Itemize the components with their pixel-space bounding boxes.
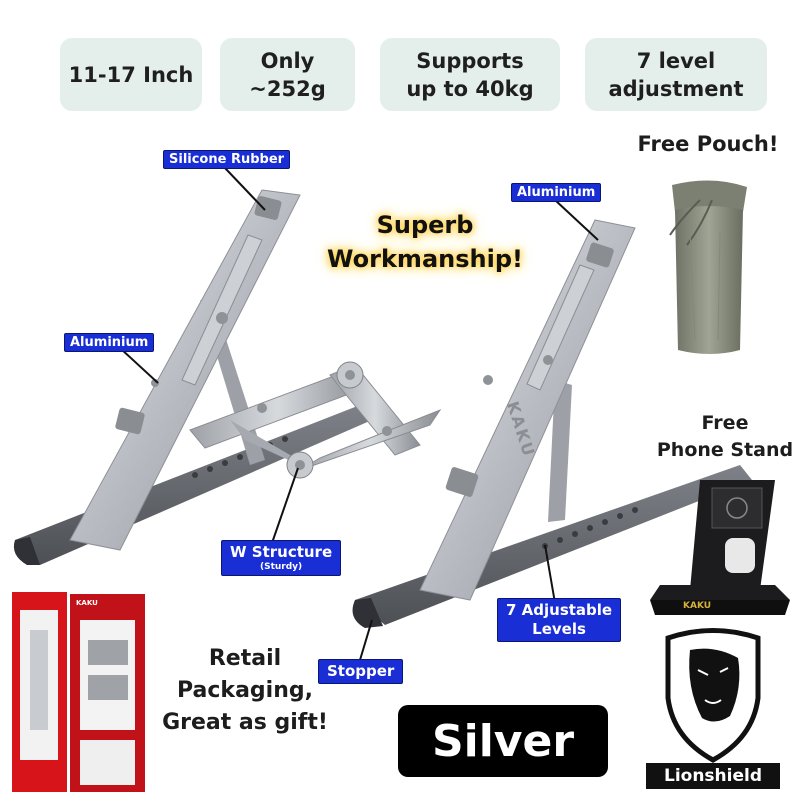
callout-leaders [119,167,599,661]
callout-adjustable-levels: 7 Adjustable Levels [497,598,622,642]
rubber-pad [254,196,282,220]
phone-stand-image: KAKU [650,480,790,615]
phone-stand-logo: KAKU [683,601,711,611]
retail-box-image: KAKU [12,592,145,792]
color-badge: Silver [398,705,608,777]
feature-pill-weight: Only ~252g [220,38,355,111]
callout-aluminium-top: Aluminium [511,183,602,202]
feature-pill-size: 11-17 Inch [60,38,202,111]
retail-packaging-text: Retail Packaging, Great as gift! [162,646,328,735]
right-top-plate [419,219,636,601]
w-structure [189,361,493,479]
lionshield-logo-image [665,628,761,763]
pouch-image [669,180,747,354]
brand-name: Lionshield [646,763,780,789]
callout-w-structure: W Structure (Sturdy) [221,540,342,576]
callout-w-structure-sub: (Sturdy) [259,562,303,572]
callout-aluminium-left: Aluminium [64,333,155,352]
feature-pill-levels: 7 level adjustment [585,38,767,111]
feature-pill-load: Supports up to 40kg [380,38,560,111]
right-back-support [548,380,572,522]
rubber-pad [445,467,479,497]
free-pouch-text: Free Pouch! [637,132,779,156]
headline-workmanship: Superb Workmanship! [327,211,523,273]
callout-silicone-rubber: Silicone Rubber [163,150,291,169]
callout-stopper: Stopper [318,659,404,684]
callout-w-structure-title: W Structure [230,543,333,561]
free-phone-stand-text: Free Phone Stand [656,412,794,461]
svg-text:KAKU: KAKU [76,599,98,607]
rubber-pad [115,407,145,435]
left-top-plate [69,189,301,551]
rubber-pad [586,242,614,268]
